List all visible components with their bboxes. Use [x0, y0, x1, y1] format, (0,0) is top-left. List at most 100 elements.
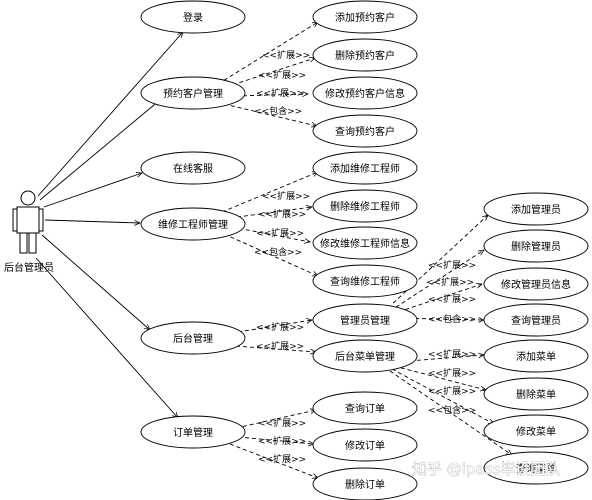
relation-labels: <<扩展>> <<扩展>> <<扩展>> <<包含>> <<扩展>> <<扩展>…: [254, 49, 476, 465]
uc-modify-reservation-label: 修改预约客户信息: [325, 87, 405, 100]
uc-add-reservation-label: 添加预约客户: [335, 11, 395, 24]
uc-order-mgmt-label: 订单管理: [173, 426, 213, 439]
uc-delete-order-label: 删除订单: [345, 478, 385, 491]
uc-query-admin: [483, 303, 589, 337]
dep-modify-admin: [391, 284, 482, 315]
watermark: 知乎 @ipass毕设团队: [412, 460, 560, 478]
uc-menu-mgmt: [312, 339, 418, 373]
actor-figure: [12, 190, 44, 254]
rel-label: <<扩展>>: [256, 340, 304, 352]
dep-query-engineer: [223, 233, 318, 277]
uc-modify-menu: [483, 414, 589, 448]
dep-query-reservation: [223, 103, 317, 126]
dep-delete-admin: [389, 250, 484, 312]
uc-query-engineer-label: 查询维修工程师: [330, 275, 400, 288]
rel-label: <<扩展>>: [428, 367, 476, 379]
uc-menu-mgmt-label: 后台菜单管理: [335, 350, 395, 363]
assoc-backend-mgmt: [41, 234, 150, 330]
rel-label: <<扩展>>: [256, 227, 304, 239]
uc-query-order: [312, 391, 418, 425]
association-lines: [35, 32, 183, 418]
rel-label: <<扩展>>: [426, 276, 474, 288]
uc-modify-engineer-label: 修改维修工程师信息: [320, 237, 410, 250]
actor-leg-left: [19, 232, 28, 254]
uc-reservation-mgmt-label: 预约客户管理: [163, 87, 223, 100]
rel-label: <<扩展>>: [428, 259, 476, 271]
uc-reservation-mgmt: [140, 76, 246, 110]
uc-delete-admin: [483, 229, 589, 263]
dep-delete-menu: [393, 365, 486, 390]
actor-body: [16, 206, 40, 234]
actor-arm-right: [38, 208, 44, 232]
uc-delete-admin-label: 删除管理员: [511, 240, 561, 253]
uc-modify-order-label: 修改订单: [345, 439, 385, 452]
uc-modify-engineer: [312, 226, 418, 260]
dep-admin-mgmt: [237, 320, 312, 333]
dep-modify-reservation: [235, 94, 308, 96]
rel-label: <<扩展>>: [428, 293, 476, 305]
uc-modify-admin: [483, 267, 589, 301]
uc-query-menu-label: 查询菜单: [516, 462, 556, 475]
rel-label: <<扩展>>: [428, 348, 476, 360]
rel-label: <<扩展>>: [258, 417, 306, 429]
rel-label: <<包含>>: [254, 105, 302, 117]
assoc-login: [37, 32, 183, 197]
rel-label: <<包含>>: [428, 313, 476, 325]
uc-query-menu: [483, 451, 589, 485]
uc-query-admin-label: 查询管理员: [511, 314, 561, 327]
dep-modify-engineer: [231, 226, 310, 242]
dep-menu-mgmt: [235, 345, 316, 352]
uc-delete-order: [312, 467, 418, 500]
actor-label: 后台管理员: [4, 261, 54, 274]
uc-modify-reservation: [312, 76, 418, 110]
use-cases: [140, 0, 589, 500]
rel-label: <<扩展>>: [262, 49, 310, 61]
uc-delete-reservation-label: 删除预约客户: [335, 49, 395, 62]
uc-backend-mgmt-label: 后台管理: [173, 332, 213, 345]
uc-admin-mgmt: [312, 303, 418, 337]
rel-label: <<扩展>>: [258, 453, 306, 465]
uc-query-engineer: [312, 264, 418, 298]
rel-label: <<扩展>>: [428, 385, 476, 397]
actor-arm-left: [12, 208, 18, 232]
uc-delete-engineer-label: 删除维修工程师: [330, 200, 400, 213]
rel-label: <<扩展>>: [256, 321, 304, 333]
uc-add-engineer: [312, 151, 418, 185]
use-case-labels: 登录 预约客户管理 在线客服 维修工程师管理 后台管理 订单管理 添加预约客户 …: [158, 11, 571, 491]
rel-label: <<扩展>>: [262, 190, 310, 202]
dep-modify-order: [237, 436, 314, 444]
uc-query-reservation-label: 查询预约客户: [335, 125, 395, 138]
uc-delete-engineer: [312, 189, 418, 223]
rel-label: <<扩展>>: [258, 69, 306, 81]
uc-add-admin-label: 添加管理员: [511, 203, 561, 216]
uc-add-menu-label: 添加菜单: [516, 350, 556, 363]
dep-query-menu: [389, 370, 512, 455]
actor-head: [20, 190, 36, 206]
uc-online-service-label: 在线客服: [173, 162, 213, 175]
uc-engineer-mgmt: [140, 207, 246, 241]
uc-engineer-mgmt-label: 维修工程师管理: [158, 218, 228, 231]
uc-modify-order: [312, 428, 418, 462]
dep-modify-menu: [391, 368, 494, 424]
uc-order-mgmt: [140, 415, 246, 449]
rel-label: <<扩展>>: [256, 87, 304, 99]
uc-delete-menu: [483, 377, 589, 411]
uc-modify-menu-label: 修改菜单: [516, 425, 556, 438]
uc-backend-mgmt: [140, 321, 246, 355]
uc-delete-reservation: [312, 38, 418, 72]
uc-query-reservation: [312, 114, 418, 148]
uc-modify-admin-label: 修改管理员信息: [501, 278, 571, 291]
rel-label: <<包含>>: [428, 404, 476, 416]
uc-add-admin: [483, 192, 589, 226]
uc-add-engineer-label: 添加维修工程师: [330, 162, 400, 175]
rel-label: <<扩展>>: [258, 435, 306, 447]
dep-delete-order: [229, 443, 318, 478]
assoc-order-mgmt: [35, 257, 178, 418]
dep-delete-reservation: [225, 58, 315, 88]
dep-add-reservation: [217, 22, 318, 85]
uc-login: [140, 0, 246, 34]
rel-label: <<包含>>: [254, 246, 302, 258]
assoc-reservation-mgmt: [39, 100, 160, 201]
uc-query-order-label: 查询订单: [345, 402, 385, 415]
